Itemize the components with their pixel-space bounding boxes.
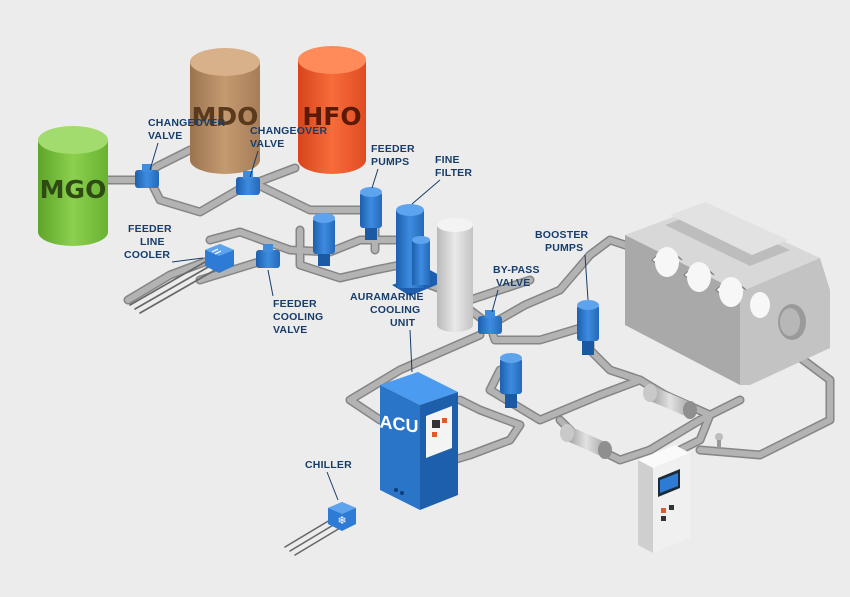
label-feeder-pumps: FEEDER PUMPS <box>371 143 415 189</box>
feeder-cooling-valve <box>256 244 280 268</box>
booster-pump <box>577 300 599 355</box>
label-booster-pumps: BOOSTER PUMPS <box>535 229 589 301</box>
mixing-tank <box>437 218 473 332</box>
label-fine-filter: FINE FILTER <box>411 154 472 205</box>
label-chiller: CHILLER <box>305 459 352 501</box>
feeder-line-cooler <box>205 244 234 273</box>
label-line: COOLER <box>124 249 170 261</box>
feeder-pump <box>360 187 382 240</box>
hfo-label: HFO <box>302 102 361 131</box>
label-by-pass-valve: BY-PASS VALVE <box>491 264 540 313</box>
label-line: VALVE <box>148 130 182 142</box>
booster-pump <box>500 353 522 408</box>
label-line: AURAMARINE <box>350 291 424 303</box>
by-pass-valve <box>478 310 502 334</box>
label-line: BY-PASS <box>493 264 540 276</box>
heater <box>560 424 612 459</box>
sensor <box>715 433 723 448</box>
feeder-pump <box>313 213 335 266</box>
label-changeover-valve-left: CHANGEOVER VALVE <box>148 117 225 171</box>
snowflake-icon: ❄ <box>337 514 346 527</box>
chiller: ❄ <box>328 502 356 531</box>
fine-filter <box>392 204 448 296</box>
label-line: VALVE <box>496 277 530 289</box>
mdo-tank: MDO <box>190 48 260 174</box>
mgo-tank: MGO <box>38 126 108 246</box>
changeover-valve <box>236 171 260 195</box>
label-line: FEEDER <box>371 143 415 155</box>
mdo-label: MDO <box>192 102 259 131</box>
label-line: VALVE <box>273 324 307 336</box>
changeover-valve <box>135 164 159 188</box>
label-line: FINE <box>435 154 460 166</box>
engine <box>625 202 830 385</box>
heater <box>643 384 697 419</box>
label-line: FEEDER <box>273 298 317 310</box>
label-line: COOLING <box>370 304 420 316</box>
label-line: CHILLER <box>305 459 352 471</box>
label-line: PUMPS <box>371 156 409 168</box>
label-feeder-line-cooler: FEEDER LINE COOLER <box>124 223 204 263</box>
label-line: CHANGEOVER <box>250 125 327 137</box>
label-auramarine-cooling-unit: AURAMARINE COOLING UNIT <box>350 291 424 373</box>
label-changeover-valve-right: CHANGEOVER VALVE <box>249 125 327 178</box>
label-line: PUMPS <box>545 242 583 254</box>
label-line: FEEDER <box>128 223 172 235</box>
label-line: LINE <box>140 236 165 248</box>
label-line: COOLING <box>273 311 323 323</box>
acu-cabinet: ACU <box>380 372 458 510</box>
control-panel <box>638 445 690 553</box>
label-line: UNIT <box>390 317 416 329</box>
label-line: VALVE <box>250 138 284 150</box>
hfo-tank: HFO <box>298 46 366 174</box>
mgo-label: MGO <box>40 175 107 204</box>
label-line: FILTER <box>435 167 472 179</box>
label-feeder-cooling-valve: FEEDER COOLING VALVE <box>267 269 323 336</box>
label-line: CHANGEOVER <box>148 117 225 129</box>
label-line: BOOSTER <box>535 229 589 241</box>
